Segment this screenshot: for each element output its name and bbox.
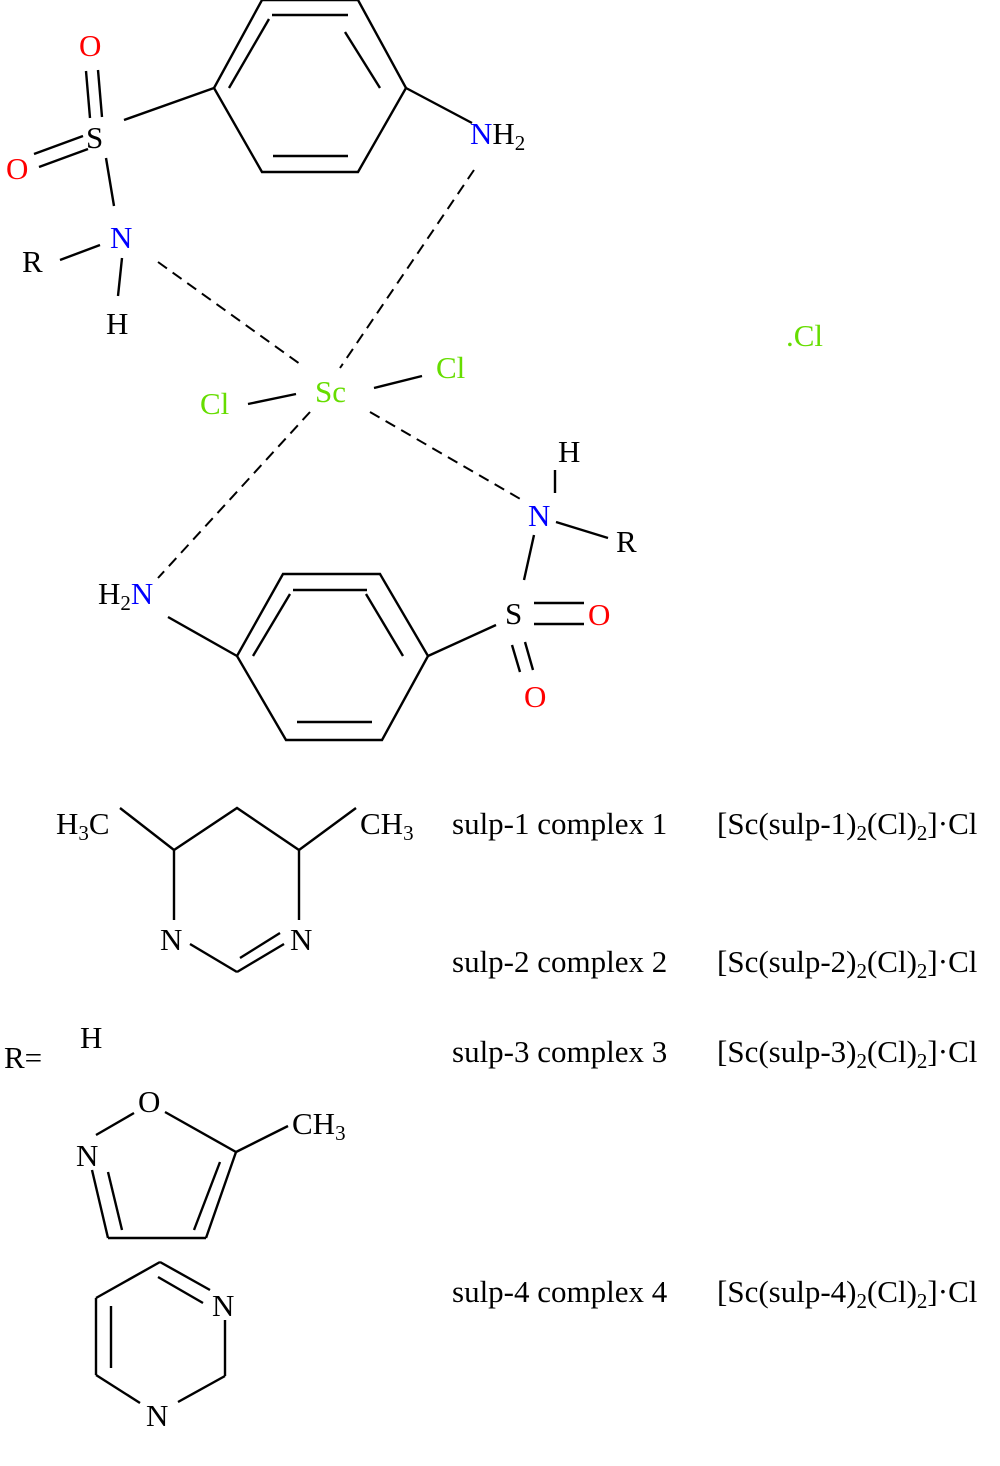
- r1-methyl-left: H3C: [56, 806, 110, 845]
- upper-ligand-bonds: [33, 69, 473, 297]
- upper-benzene-ring: [212, 0, 408, 174]
- complex-formula-4: [Sc(sulp-4)2(Cl)2]·Cl: [717, 1274, 977, 1313]
- chloride-right: Cl: [436, 350, 465, 385]
- upper-r-group-label: R: [22, 244, 43, 279]
- counter-ion-chloride: .Cl: [786, 318, 823, 353]
- r3-methyl: CH3: [292, 1106, 346, 1145]
- complex-formula-2: [Sc(sulp-2)2(Cl)2]·Cl: [717, 944, 977, 983]
- complex-row-3: sulp-3 complex 3: [452, 1034, 667, 1069]
- coordination-bonds: [157, 169, 523, 579]
- upper-amine-label: NH2: [470, 116, 525, 155]
- lower-sulfur: S: [505, 596, 522, 631]
- lower-amide-nitrogen: N: [528, 498, 550, 533]
- r-group-1-ring: [119, 806, 357, 974]
- upper-oxygen-left: O: [6, 151, 28, 186]
- r-equals-label: R=: [4, 1040, 42, 1075]
- lower-amide-hydrogen: H: [558, 434, 580, 469]
- r2-hydrogen: H: [80, 1020, 102, 1055]
- upper-oxygen-top: O: [79, 28, 101, 63]
- upper-amide-hydrogen: H: [106, 306, 128, 341]
- complex-list: sulp-1 complex 1 [Sc(sulp-1)2(Cl)2]·Cl s…: [452, 806, 977, 1313]
- chloride-left: Cl: [200, 386, 229, 421]
- r1-nitrogen-right: N: [290, 922, 312, 957]
- r1-methyl-right: CH3: [360, 806, 414, 845]
- r4-nitrogen-top: N: [212, 1288, 234, 1323]
- r1-nitrogen-left: N: [160, 922, 182, 957]
- complex-row-1: sulp-1 complex 1: [452, 806, 667, 841]
- r-group-4-ring: [94, 1260, 227, 1405]
- r3-nitrogen: N: [76, 1138, 98, 1173]
- scandium-atom: Sc: [315, 374, 346, 409]
- r4-nitrogen-bottom: N: [146, 1398, 168, 1433]
- lower-amine-label: H2N: [98, 576, 153, 615]
- complex-formula-1: [Sc(sulp-1)2(Cl)2]·Cl: [717, 806, 977, 845]
- lower-ligand-bonds: [167, 470, 609, 673]
- upper-amide-nitrogen: N: [110, 220, 132, 255]
- sc-cl-bonds: [247, 374, 423, 406]
- upper-sulfur: S: [86, 120, 103, 155]
- r-group-3-ring: [90, 1110, 289, 1240]
- complex-formula-3: [Sc(sulp-3)2(Cl)2]·Cl: [717, 1034, 977, 1073]
- lower-oxygen-right: O: [588, 597, 610, 632]
- r3-oxygen: O: [138, 1084, 160, 1119]
- lower-benzene-ring: [235, 572, 430, 742]
- complex-row-2: sulp-2 complex 2: [452, 944, 667, 979]
- lower-oxygen-bottom: O: [524, 679, 546, 714]
- complex-row-4: sulp-4 complex 4: [452, 1274, 668, 1309]
- lower-r-group-label: R: [616, 524, 637, 559]
